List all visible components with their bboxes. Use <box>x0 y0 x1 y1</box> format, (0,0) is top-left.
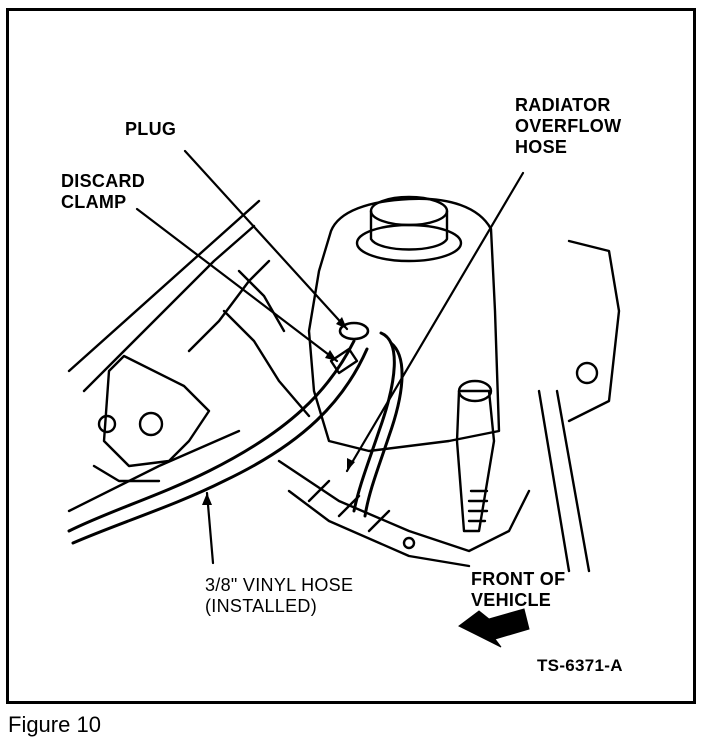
bracket-lower <box>92 464 161 483</box>
tray-ribs <box>307 479 391 533</box>
inner-panel <box>222 309 311 418</box>
reservoir-tray <box>277 459 531 553</box>
bracket <box>102 354 211 468</box>
label-plug: PLUG <box>125 119 177 139</box>
label-vinyl-hose: 3/8" VINYL HOSE (INSTALLED) <box>205 575 354 616</box>
label-radiator-overflow-hose: RADIATOR OVERFLOW HOSE <box>515 95 622 157</box>
hose-fitting <box>455 389 496 533</box>
leader-discard-clamp <box>135 207 339 363</box>
vinyl-hose <box>67 339 356 533</box>
discard-clamp <box>329 347 359 375</box>
drawing-code: TS-6371-A <box>537 656 623 675</box>
inner-panel-2 <box>237 269 286 333</box>
plug <box>338 321 370 341</box>
strut-tower <box>187 259 271 353</box>
reservoir-cap-top <box>369 195 449 227</box>
fender-edge <box>67 199 261 373</box>
leader-plug <box>183 149 349 331</box>
bolt-left <box>97 414 117 434</box>
vinyl-hose-inner <box>71 347 369 545</box>
arrowhead-discard-clamp <box>325 350 337 361</box>
label-discard-clamp: DISCARD CLAMP <box>61 171 146 212</box>
overflow-hose <box>352 331 396 513</box>
fan-shroud <box>567 239 621 423</box>
spring-clip <box>467 489 489 523</box>
radiator-edge <box>537 389 591 573</box>
reservoir-cap-side <box>369 209 449 251</box>
engine-compartment-illustration <box>67 149 621 648</box>
fitting-top <box>457 379 493 403</box>
figure-frame: RADIATOR OVERFLOW HOSE PLUG DISCARD CLAM… <box>6 8 696 704</box>
label-front-of-vehicle: FRONT OF VEHICLE <box>471 569 566 610</box>
fender-edge-2 <box>82 224 256 393</box>
bolt-right <box>575 361 599 385</box>
leader-overflow-hose <box>345 171 525 473</box>
arrowhead-plug <box>336 317 347 329</box>
tray-bolt <box>402 536 416 550</box>
figure-caption: Figure 10 <box>8 712 101 737</box>
front-arrow-icon <box>458 608 530 648</box>
arrowhead-overflow-hose <box>347 458 355 471</box>
arrowhead-vinyl-hose <box>202 493 212 505</box>
bolt-bracket <box>138 411 164 437</box>
reservoir-neck <box>355 223 463 263</box>
tray-lower <box>287 489 471 568</box>
reservoir-body <box>307 197 501 453</box>
overflow-hose-inner <box>363 341 404 518</box>
fender-lower <box>67 429 241 513</box>
